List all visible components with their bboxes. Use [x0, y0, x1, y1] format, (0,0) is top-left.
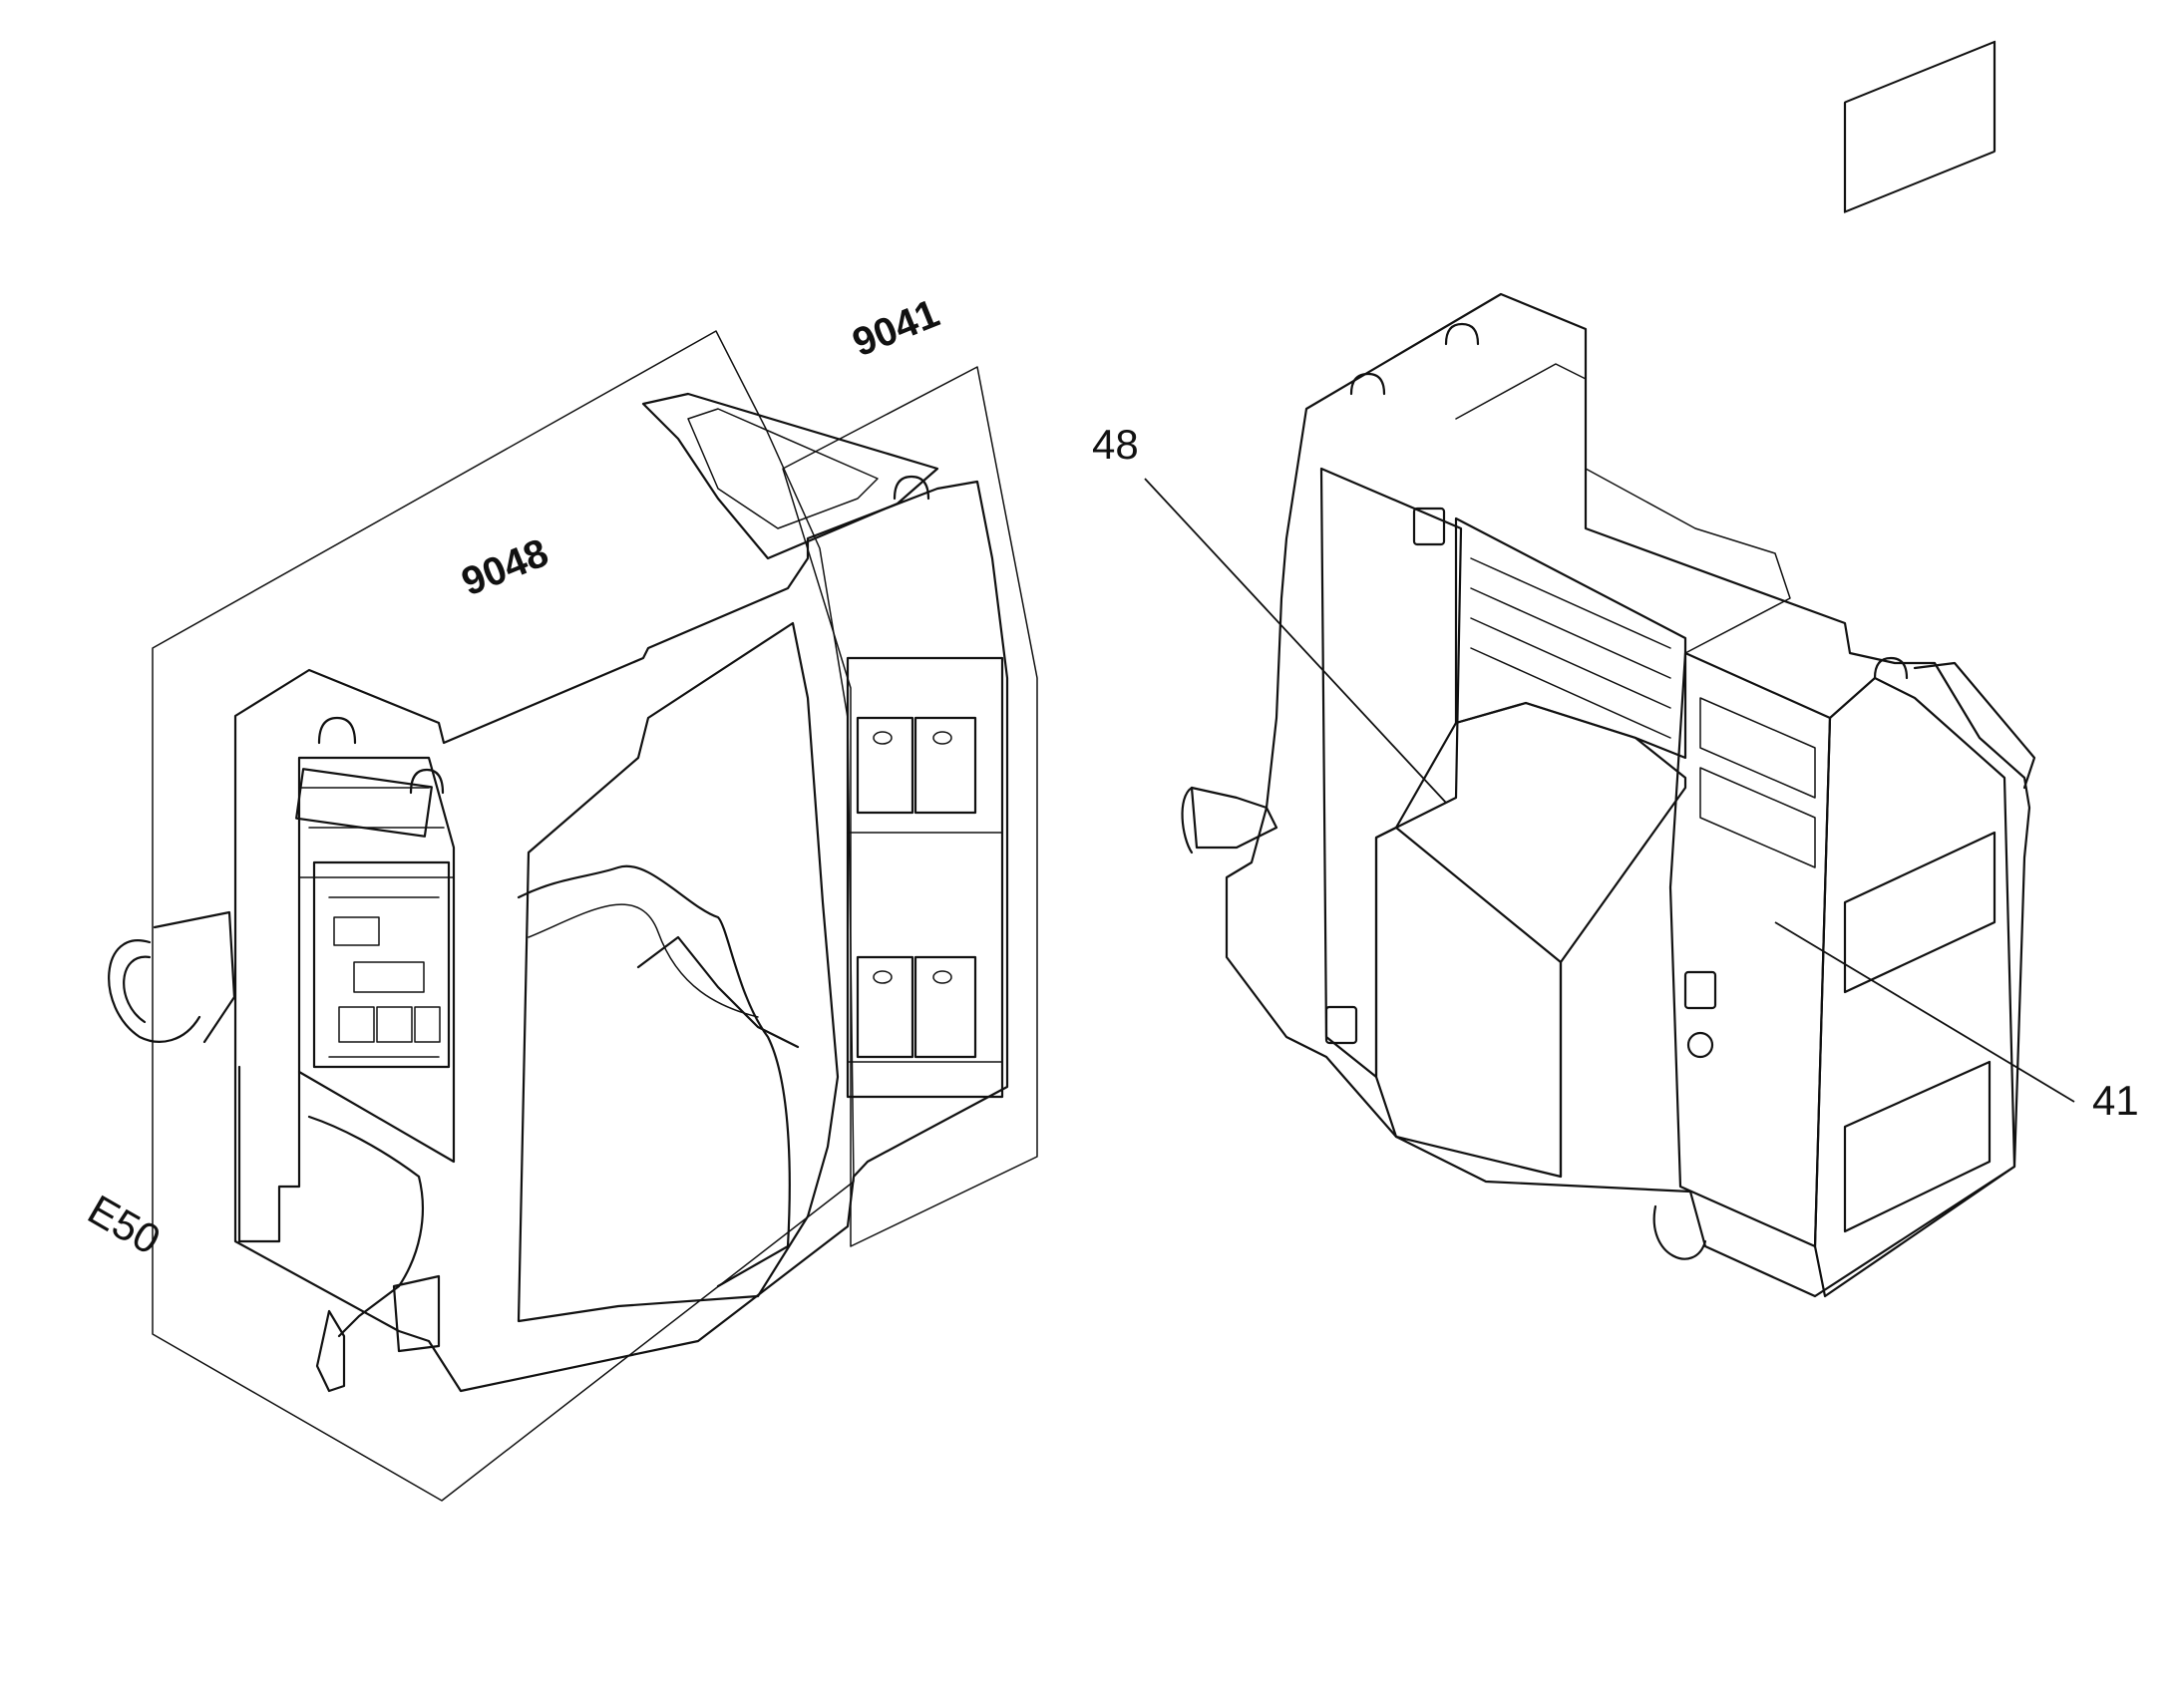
door-hinge-arm	[636, 935, 800, 1049]
latch-2	[1324, 1005, 1358, 1045]
cable-harness-2	[528, 903, 759, 1018]
lock-knob	[1686, 1031, 1714, 1059]
label-9041: 9041	[847, 291, 945, 365]
display-slot	[295, 768, 433, 838]
battery-3	[856, 955, 914, 1059]
leader-48	[1144, 478, 1447, 804]
left-hose-loop	[108, 939, 201, 1043]
top-cover-flap-inner	[687, 408, 879, 529]
vent-louvers	[1470, 557, 1671, 739]
right-door-vents	[1699, 697, 1816, 868]
label-41: 41	[2092, 1077, 2139, 1124]
housing-outline	[1225, 292, 2031, 1298]
lower-bracket	[392, 1274, 441, 1353]
right-door-41	[1668, 651, 1832, 1248]
left-hose-loop-inner	[123, 955, 152, 1024]
label-9048: 9048	[456, 530, 554, 604]
side-cutout-lower-path	[1843, 1060, 1992, 1233]
right-side-flap	[1913, 661, 2036, 790]
left-bracket	[153, 910, 236, 1044]
top-rim	[1455, 363, 1791, 654]
left-assembly	[108, 330, 1038, 1502]
lift-eye-r2	[1444, 322, 1480, 346]
group-outline-9041	[782, 366, 1038, 1247]
lift-eye-3	[893, 475, 930, 501]
battery-rack	[846, 656, 1004, 1099]
cable-harness	[517, 864, 791, 1288]
lift-eye-1	[317, 716, 357, 745]
battery-1	[856, 716, 914, 815]
top-cover-flap	[641, 392, 939, 560]
battery-4	[913, 955, 977, 1059]
lift-eye-r1	[1349, 372, 1386, 396]
control-box-terminals	[328, 896, 441, 1058]
vent-frame	[1454, 516, 1687, 760]
open-door-panel	[517, 621, 840, 1323]
label-48: 48	[1092, 421, 1139, 468]
latch-1	[1412, 507, 1446, 546]
bottom-hook	[1652, 1204, 1707, 1260]
frame-front-face	[297, 756, 456, 1164]
battery-2	[913, 716, 977, 815]
group-outline-9048	[152, 330, 855, 1502]
left-connector-cable	[1181, 786, 1194, 854]
label-E50: E50	[81, 1186, 169, 1263]
left-post	[237, 1065, 301, 1243]
side-cutout-upper-path	[1843, 831, 1997, 994]
center-panel-front	[1394, 826, 1563, 1179]
leader-41	[1774, 921, 2075, 1103]
lift-eye-2	[409, 768, 445, 795]
side-panel	[1813, 676, 2016, 1298]
frame-outline	[233, 480, 1009, 1393]
front-door-left	[1319, 467, 1463, 1079]
right-assembly	[1181, 40, 2036, 1298]
lift-eye-r3	[1873, 656, 1909, 680]
lower-harness	[307, 1115, 425, 1338]
frame-front-rail	[298, 787, 455, 878]
center-panel-48	[1374, 701, 1687, 1179]
control-box	[312, 860, 451, 1069]
connector-plug	[315, 1309, 346, 1393]
left-connector-bracket	[1190, 786, 1278, 850]
side-cutout-upper	[1843, 40, 1997, 213]
latch-3	[1683, 970, 1717, 1010]
